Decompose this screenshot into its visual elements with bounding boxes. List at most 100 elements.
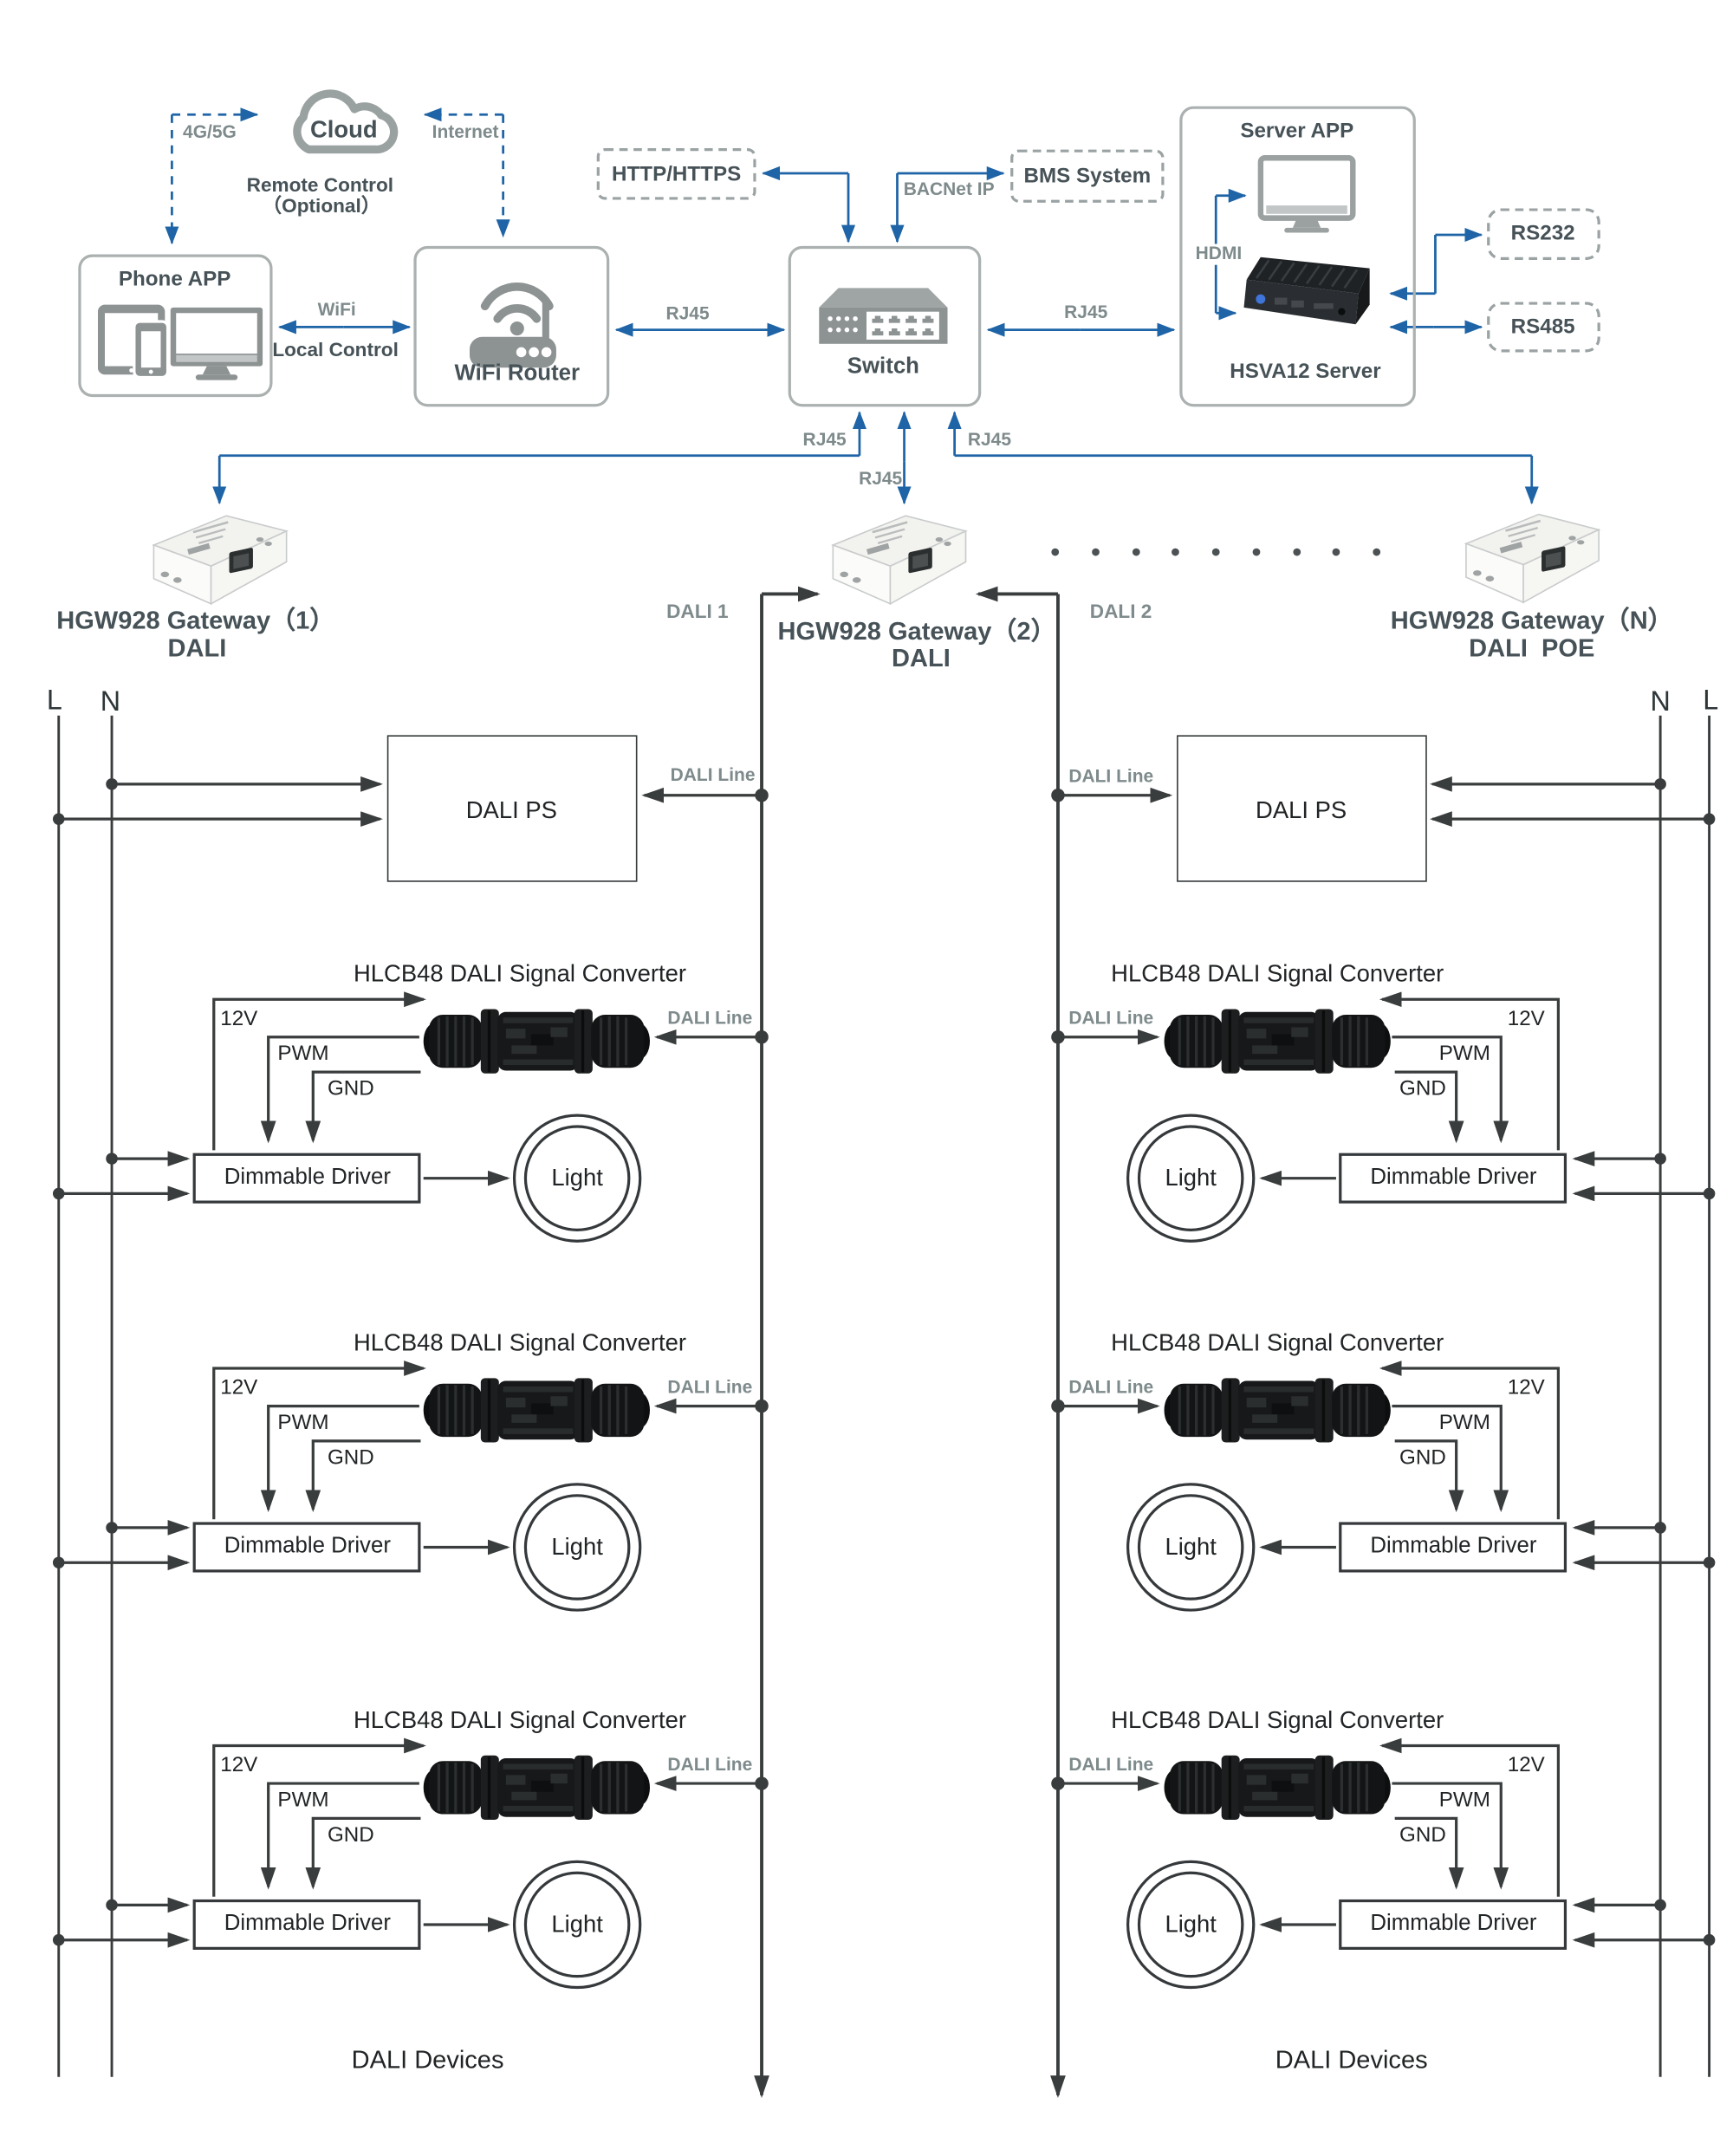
light-label: Light	[551, 1164, 603, 1192]
dali-line-label: DALI Line	[1068, 765, 1154, 787]
bms-box	[1010, 149, 1165, 203]
hsva12-label: HSVA12 Server	[1230, 360, 1381, 384]
gnd-label: GND	[1399, 1822, 1446, 1848]
dali-line-label: DALI Line	[1068, 1007, 1154, 1029]
dali-line-label: DALI Line	[670, 763, 756, 785]
dimmable-driver-box	[1339, 1153, 1567, 1204]
n-line-label: N	[1650, 686, 1671, 718]
bacnet-label: BACNet IP	[903, 178, 995, 199]
gateway-n-name: HGW928 Gateway（N）	[1390, 606, 1673, 634]
switch-box	[788, 245, 982, 407]
rj45-label: RJ45	[859, 467, 903, 489]
dali-line-label: DALI Line	[667, 1007, 753, 1029]
driver-label: Dimmable Driver	[1370, 1165, 1537, 1190]
pwm-label: PWM	[277, 1042, 329, 1066]
http-box	[596, 147, 756, 200]
12v-label: 12V	[1507, 1006, 1545, 1031]
dimmable-driver-box	[1339, 1522, 1567, 1573]
power-lines	[57, 715, 1711, 2077]
internet-label: Internet	[432, 120, 499, 142]
l-line-label: L	[1703, 685, 1719, 717]
rs232-box	[1487, 208, 1600, 260]
wifi-router-box	[413, 245, 610, 407]
dali1-label: DALI 1	[666, 599, 729, 622]
converter-title: HLCB48 DALI Signal Converter	[1111, 960, 1444, 988]
12v-label: 12V	[220, 1006, 258, 1031]
device-wiring	[58, 776, 1710, 1948]
rj45-label: RJ45	[967, 428, 1011, 450]
gnd-label: GND	[327, 1445, 374, 1470]
12v-label: 12V	[220, 1375, 258, 1400]
l-line-label: L	[46, 685, 62, 717]
server-app-title: Server APP	[1240, 119, 1354, 144]
converter-title: HLCB48 DALI Signal Converter	[353, 960, 687, 988]
converter-title: HLCB48 DALI Signal Converter	[353, 1706, 687, 1734]
light-label: Light	[1165, 1164, 1217, 1192]
gateway-1-sub: DALI	[167, 633, 227, 662]
http-label: HTTP/HTTPS	[612, 162, 742, 187]
gateway-ellipsis-dots	[1051, 548, 1381, 556]
junction-dots	[52, 778, 1716, 1946]
phone-app-box	[78, 254, 273, 398]
dali-devices-label: DALI Devices	[351, 2045, 504, 2074]
dimmable-driver-box	[192, 1899, 421, 1950]
server-box	[1179, 106, 1416, 407]
driver-label: Dimmable Driver	[224, 1165, 391, 1190]
rs232-label: RS232	[1510, 221, 1575, 245]
light-label: Light	[551, 1533, 603, 1561]
converter-title: HLCB48 DALI Signal Converter	[1111, 1706, 1444, 1734]
dali-ps-label: DALI PS	[1256, 796, 1347, 824]
dali-ps-box-left	[386, 735, 638, 882]
gnd-label: GND	[327, 1076, 374, 1101]
driver-label: Dimmable Driver	[224, 1534, 391, 1559]
local-control-label: Local Control	[272, 338, 399, 361]
driver-label: Dimmable Driver	[224, 1912, 391, 1936]
dali-devices-label: DALI Devices	[1275, 2045, 1428, 2074]
gateway-2-name: HGW928 Gateway（2）	[777, 617, 1056, 646]
gnd-label: GND	[1399, 1445, 1446, 1470]
light-label: Light	[1165, 1911, 1217, 1938]
12v-label: 12V	[1507, 1753, 1545, 1777]
dali-line-label: DALI Line	[667, 1753, 753, 1775]
gnd-label: GND	[327, 1822, 374, 1848]
remote-control-label: Remote Control	[246, 172, 394, 196]
wifi-router-title: WiFi Router	[454, 361, 581, 386]
driver-label: Dimmable Driver	[1370, 1912, 1537, 1936]
rj45-label: RJ45	[1064, 301, 1108, 322]
wifi-label: WiFi	[317, 298, 356, 320]
gnd-label: GND	[1399, 1076, 1446, 1101]
gateway-2-device-icon	[832, 515, 967, 605]
gateway-1-device-icon	[153, 515, 288, 605]
rs485-box	[1487, 302, 1600, 353]
dali-ps-label: DALI PS	[465, 796, 557, 824]
dimmable-driver-box	[192, 1522, 421, 1573]
dimmable-driver-box	[192, 1153, 421, 1204]
dali-line-label: DALI Line	[1068, 1375, 1154, 1398]
gateway-2-sub: DALI	[892, 643, 951, 672]
rs485-label: RS485	[1510, 315, 1575, 339]
driver-label: Dimmable Driver	[1370, 1534, 1537, 1559]
cloud-links	[165, 107, 510, 245]
12v-label: 12V	[1507, 1375, 1545, 1400]
gateway-n-sub: DALI POE	[1469, 633, 1595, 662]
optional-label: （Optional）	[262, 194, 381, 217]
rj45-label: RJ45	[665, 302, 710, 324]
cloud-label: Cloud	[309, 116, 378, 143]
phone-app-title: Phone APP	[118, 267, 231, 292]
dali-line-label: DALI Line	[667, 1375, 753, 1398]
pwm-label: PWM	[277, 1411, 329, 1435]
pwm-label: PWM	[1438, 1042, 1490, 1066]
switch-label: Switch	[847, 354, 919, 379]
converter-title: HLCB48 DALI Signal Converter	[353, 1329, 687, 1356]
light-label: Light	[551, 1911, 603, 1938]
pwm-label: PWM	[277, 1788, 329, 1812]
dimmable-driver-box	[1339, 1899, 1567, 1950]
n-line-label: N	[100, 686, 121, 718]
pwm-label: PWM	[1438, 1411, 1490, 1435]
converter-title: HLCB48 DALI Signal Converter	[1111, 1329, 1444, 1356]
gateway-n-device-icon	[1465, 513, 1600, 603]
hdmi-label: HDMI	[1191, 243, 1247, 265]
